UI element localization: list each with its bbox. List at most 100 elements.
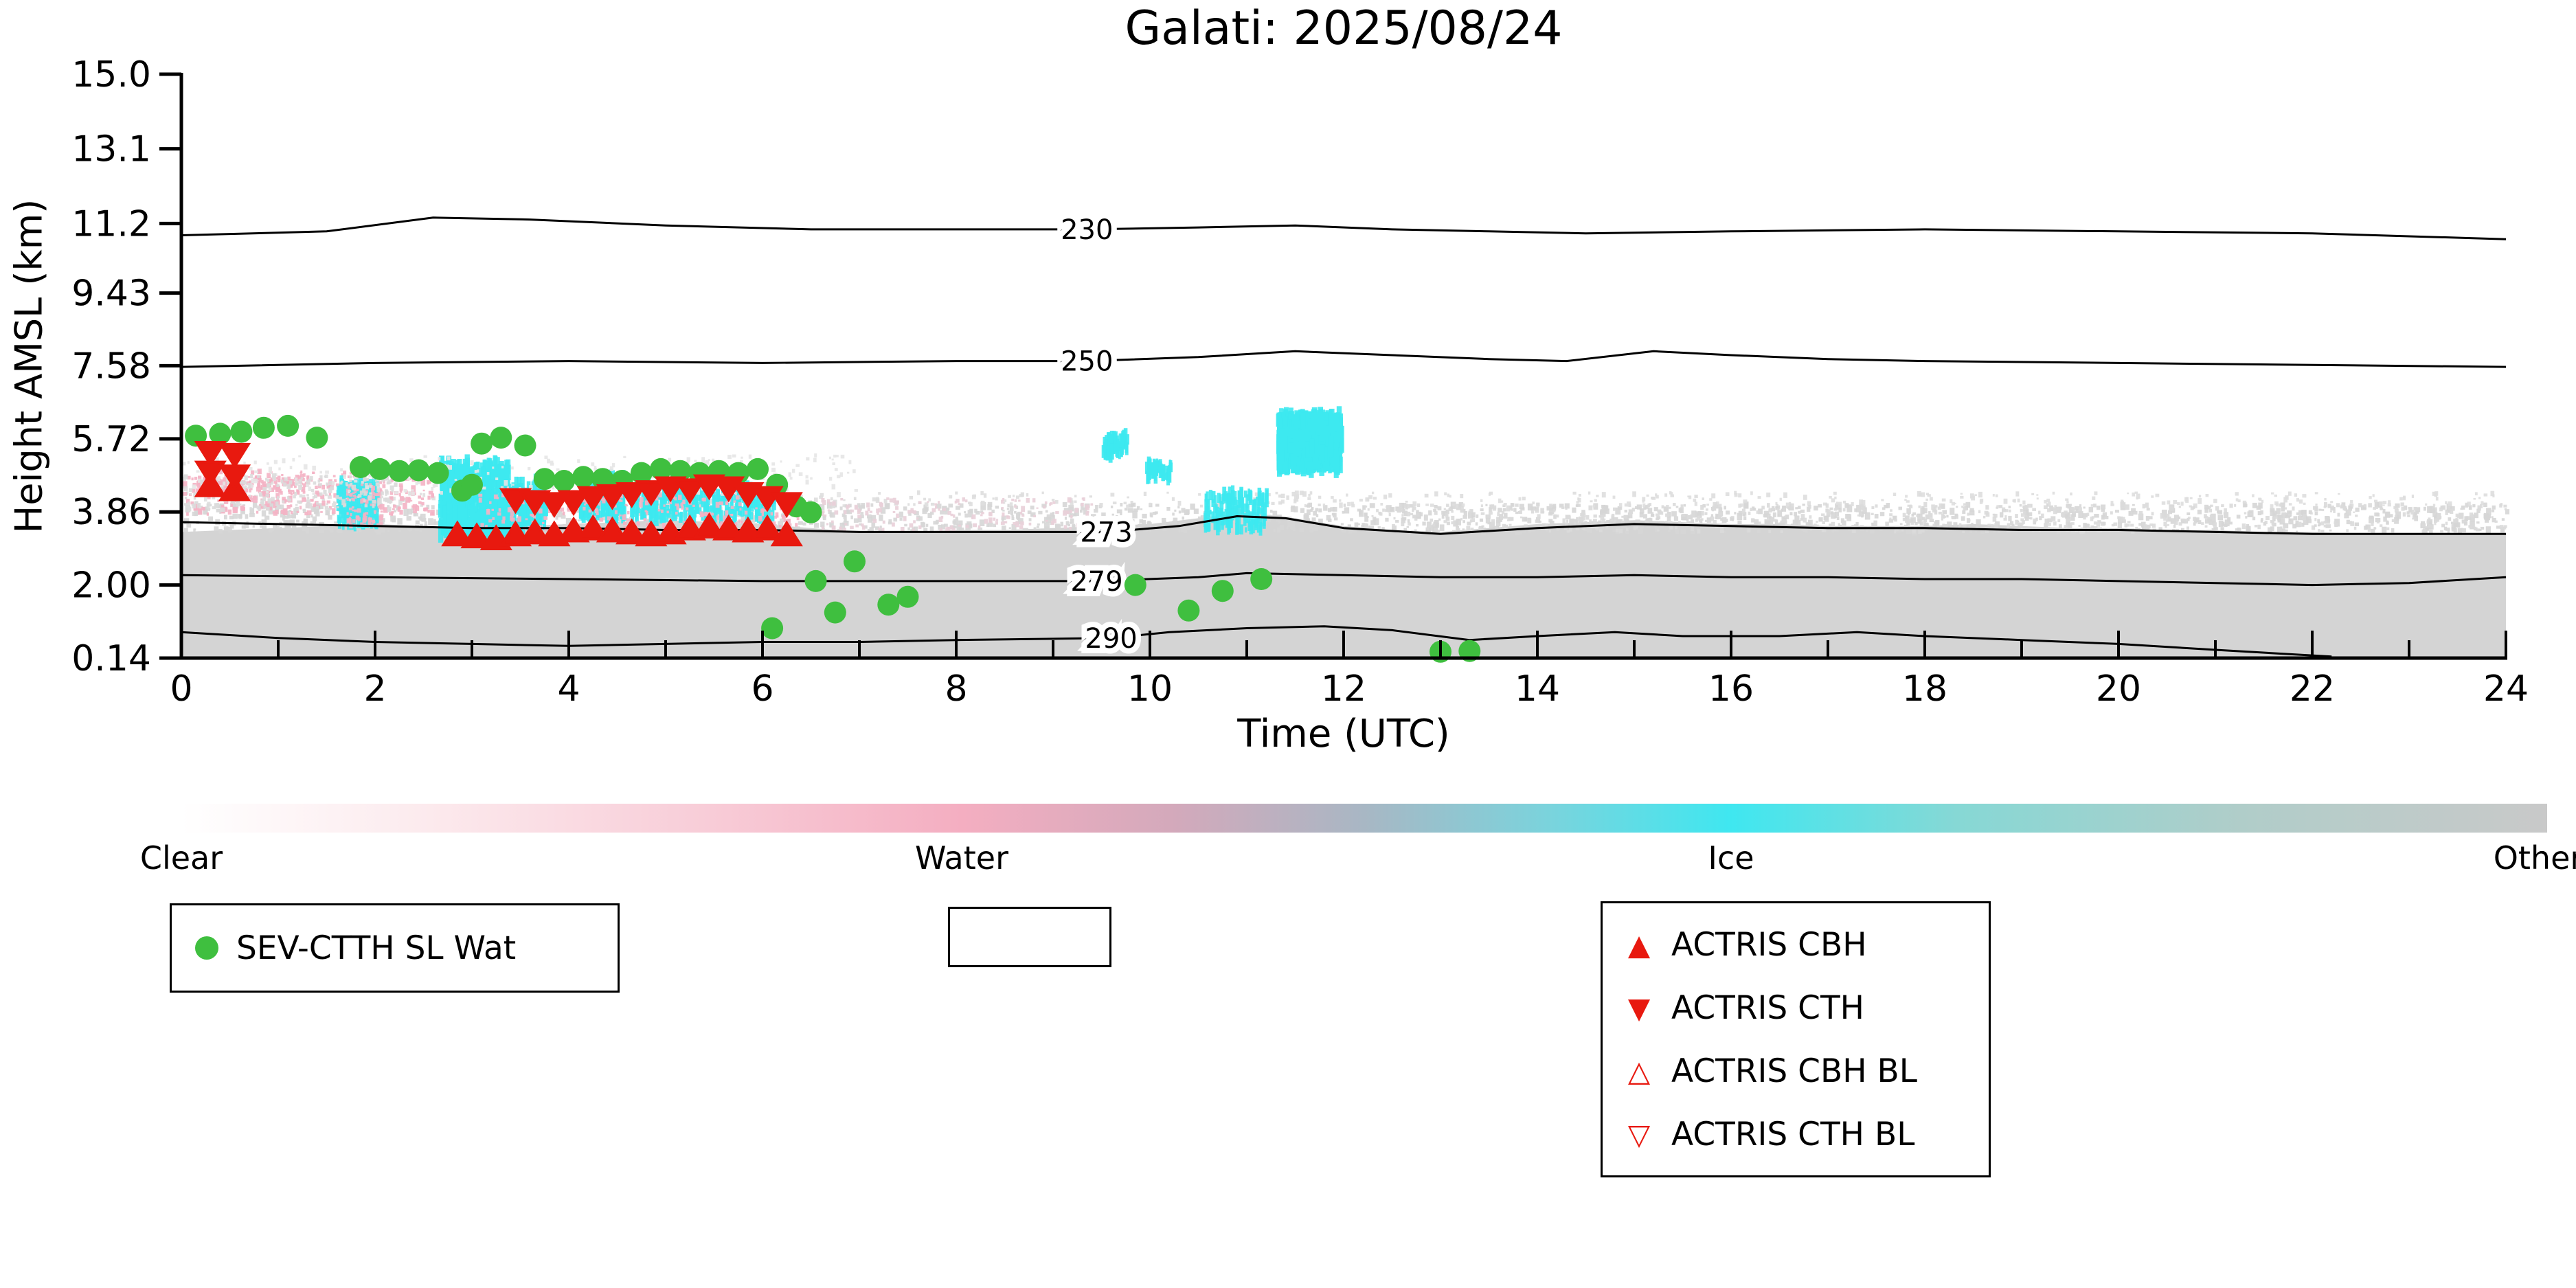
triangle-down-point [673,478,706,505]
triangle-up-point [596,516,629,543]
sev-ctth-point [572,466,595,488]
sev-ctth-point [533,468,556,490]
triangle-down-point [576,486,609,512]
contour-label-290: 290 [1085,623,1137,655]
contour-label-279: 279 [1070,566,1122,598]
x-tick-label: 16 [1708,668,1754,710]
legend-cth-bl-label: ACTRIS CTH BL [1671,1115,1915,1153]
contour-line-230 [181,216,2507,240]
x-tick-label: 6 [751,668,773,710]
sev-ctth-point [800,501,822,523]
triangle-down-point [218,464,251,491]
series-actris-cbh [194,471,803,550]
sev-ctth-point [252,416,275,439]
cth-triangle-icon: ▼ [1627,991,1651,1025]
legend-cth-label: ACTRIS CTH [1671,988,1865,1027]
contour-label-250: 250 [1061,346,1113,378]
legend-sev-ctth: SEV-CTTH SL Wat [170,903,620,993]
sev-ctth-point [844,550,866,573]
triangle-up-point [460,522,493,549]
contour-line-279 [181,572,2507,587]
sev-ctth-point [650,457,672,480]
triangle-down-point [770,492,803,519]
triangle-up-point [519,518,552,545]
triangle-down-point [596,484,629,510]
x-tick-label: 10 [1127,668,1173,710]
sev-ctth-point [461,473,483,496]
contour-line-250 [181,350,2507,368]
contour-label-230: 230 [1061,214,1113,246]
sev-ctth-point [369,457,391,480]
sev-ctth-point [349,456,372,478]
y-tick-label: 7.58 [71,346,151,387]
cbh-bl-triangle-icon: △ [1627,1054,1651,1088]
triangle-up-point [770,520,803,547]
legend-cbh-bl-label: ACTRIS CBH BL [1671,1052,1917,1090]
speckles-water-light-h8 [821,497,1095,533]
sev-ctth-point [1177,599,1200,622]
legend-row-cbh: ▲ ACTRIS CBH [1622,926,1982,964]
sev-ctth-point [747,457,769,480]
sev-ctth-point [877,594,900,616]
sev-ctth-point [209,422,231,445]
sev-ctth-point [407,459,430,482]
sev-ctth-point [630,462,653,484]
colorbar-label-ice: Ice [1708,839,1754,877]
triangle-up-point [441,520,474,547]
other-target-region [181,512,2506,658]
x-tick-label: 12 [1321,668,1366,710]
sev-ctth-point [306,427,328,449]
sev-ctth-point [230,420,253,443]
triangle-up-point [615,518,648,545]
x-tick-label: 18 [1902,668,1947,710]
series-actris-cth [194,440,803,519]
colorbar [181,804,2547,833]
triangle-down-point [635,480,668,506]
triangle-down-point [194,460,227,487]
speckles-other-right-texture [1364,501,2507,534]
triangle-up-point [751,514,784,541]
legend-sev-label: SEV-CTTH SL Wat [236,929,517,967]
contour-line-290 [181,625,2332,658]
chart-title: Galati: 2025/08/24 [1125,1,1563,56]
legend-cbh-label: ACTRIS CBH [1671,925,1867,964]
triangle-up-point [692,512,726,539]
sev-ctth-point [1250,568,1273,590]
cbh-triangle-icon: ▲ [1627,927,1651,962]
x-tick-label: 2 [363,668,386,710]
x-tick-label: 14 [1515,668,1560,710]
green-circle-marker-icon [195,936,218,960]
x-tick-label: 8 [945,668,967,710]
triangle-up-point [576,514,609,541]
y-tick-label: 13.1 [71,129,151,170]
legend-actris: ▲ ACTRIS CBH ▼ ACTRIS CTH △ ACTRIS CBH B… [1601,901,1991,1177]
sev-ctth-point [824,601,846,624]
sev-ctth-point [1124,574,1146,596]
sev-ctth-point [804,569,827,592]
y-tick-label: 3.86 [71,492,151,533]
x-tick-label: 22 [2290,668,2335,710]
triangle-up-point [712,514,745,541]
sev-ctth-point [514,434,536,457]
colorbar-label-other: Other [2493,839,2576,877]
legend-row-cth-bl: ▽ ACTRIS CTH BL [1622,1116,1982,1153]
isotherm-labels: 230 250 273 279 290 [1055,209,1143,660]
triangle-down-point [194,440,227,467]
y-tick-label: 9.43 [71,273,151,315]
triangle-down-point [538,492,571,519]
x-tick-label: 4 [557,668,580,710]
speckles-ice-patch-h11p6 [1276,406,1344,478]
y-tick-label: 15.0 [71,54,151,95]
y-tick-label: 5.72 [71,419,151,460]
legend-empty-box [948,907,1111,967]
triangle-down-point [615,482,648,508]
sev-ctth-point [427,462,449,484]
sev-ctth-point [490,427,512,449]
contour-label-273: 273 [1080,517,1132,548]
triangle-down-point [557,490,590,517]
sev-ctth-point [388,460,411,482]
legend-row-cbh-bl: △ ACTRIS CBH BL [1622,1052,1982,1090]
y-tick-label: 11.2 [71,203,151,245]
